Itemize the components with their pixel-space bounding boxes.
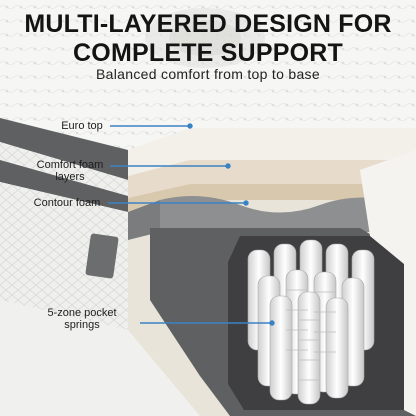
callout-label: 5-zone pocket xyxy=(47,307,117,319)
callout-label: Contour foam xyxy=(33,197,101,209)
callout-label-line-2: springs xyxy=(64,319,100,331)
callout-contour-foam: Contour foam xyxy=(26,197,108,209)
page-subtitle: Balanced comfort from top to base xyxy=(96,66,320,82)
page-title: MULTI-LAYERED DESIGN FOR COMPLETE SUPPOR… xyxy=(0,10,416,68)
callout-pocket-springs: 5-zone pocket springs xyxy=(24,307,140,331)
title-line-1: MULTI-LAYERED DESIGN FOR xyxy=(24,10,392,38)
callout-label: Comfort foam xyxy=(36,159,104,171)
callout-label-line-2: layers xyxy=(55,171,85,183)
callout-euro-top: Euro top xyxy=(52,120,112,132)
callout-leader-lines xyxy=(108,123,275,326)
callout-label: Euro top xyxy=(61,120,103,132)
pocket-springs xyxy=(247,239,375,405)
callout-comfort-foam: Comfort foam layers xyxy=(24,159,116,183)
mattress-side-wall xyxy=(0,118,128,330)
title-line-2: COMPLETE SUPPORT xyxy=(73,39,343,67)
euro-top-surface xyxy=(0,0,416,150)
mattress-base xyxy=(0,300,200,416)
